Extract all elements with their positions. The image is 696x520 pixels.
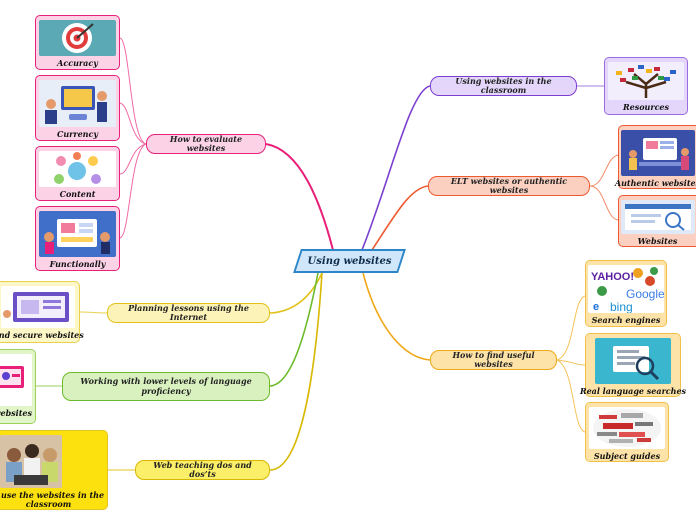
branch-planning[interactable]: Planning lessons using the Internet: [107, 303, 270, 323]
websites-caption: Websites: [637, 236, 678, 246]
central-topic-label: Using websites: [307, 255, 392, 267]
ie-logo-text: e: [593, 301, 599, 313]
authentic-caption: Authentic websites: [614, 178, 696, 188]
bing-logo-text: bing: [610, 300, 633, 313]
card-content[interactable]: Content: [35, 146, 120, 201]
safe-websites-image: [0, 286, 75, 328]
real-language-image: [595, 338, 671, 384]
card-functionally[interactable]: Functionally: [35, 206, 120, 271]
search-engines-image: YAHOO! Google bing e: [588, 265, 664, 313]
search-engines-caption: Search engines: [591, 315, 661, 325]
resources-image: [608, 62, 684, 100]
branch-find-label: How to find useful websites: [452, 349, 535, 369]
lower-websites-caption: websites: [0, 408, 32, 418]
branch-classroom-label: Using websites in the classroom: [455, 75, 552, 95]
accuracy-image: [39, 20, 116, 56]
branch-evaluate-label: How to evaluate websites: [169, 133, 243, 153]
accuracy-caption: Accuracy: [57, 58, 98, 68]
dos-classroom-caption: o use the websites in the classroom: [0, 491, 107, 509]
yahoo-logo-text: YAHOO!: [591, 271, 634, 283]
branch-classroom[interactable]: Using websites in the classroom: [430, 76, 577, 96]
branch-elt[interactable]: ELT websites or authentic websites: [428, 176, 590, 196]
content-image: [39, 151, 116, 187]
card-real-language[interactable]: Real language searches: [580, 333, 686, 397]
branch-dos[interactable]: Web teaching dos and dos’ts: [135, 460, 270, 480]
card-dos-classroom[interactable]: o use the websites in the classroom: [0, 430, 108, 510]
real-language-caption: Real language searches: [579, 386, 687, 396]
authentic-image: [620, 130, 695, 176]
currency-image: [39, 80, 116, 127]
card-accuracy[interactable]: Accuracy: [35, 15, 120, 70]
subject-guides-image: [589, 407, 665, 449]
card-currency[interactable]: Currency: [35, 75, 120, 141]
branch-elt-label: ELT websites or authentic websites: [450, 175, 568, 195]
branch-lower[interactable]: Working with lower levels of language pr…: [62, 372, 270, 401]
safe-websites-caption: g and secure websites: [0, 330, 84, 340]
dos-caption-line1: o use the websites in the: [0, 490, 105, 501]
branch-find[interactable]: How to find useful websites: [430, 350, 557, 370]
branch-lower-label: Working with lower levels of language pr…: [80, 376, 252, 396]
currency-caption: Currency: [56, 129, 99, 139]
card-websites[interactable]: Websites: [618, 195, 696, 247]
card-safe-secure-websites[interactable]: g and secure websites: [0, 281, 84, 343]
functionally-image: [39, 211, 116, 257]
branch-evaluate[interactable]: How to evaluate websites: [146, 134, 266, 154]
card-authentic-websites[interactable]: Authentic websites: [614, 125, 696, 189]
central-topic[interactable]: Using websites: [293, 249, 406, 273]
card-subject-guides[interactable]: Subject guides: [585, 402, 669, 462]
websites-image: [620, 200, 695, 234]
dos-caption-line2: classroom: [25, 499, 72, 510]
content-caption: Content: [59, 189, 96, 199]
card-search-engines[interactable]: YAHOO! Google bing e Search engines: [585, 260, 667, 327]
resources-caption: Resources: [622, 102, 670, 112]
branch-dos-label: Web teaching dos and dos’ts: [153, 459, 252, 479]
lower-websites-image: [0, 354, 32, 406]
card-lower-websites[interactable]: websites: [0, 349, 36, 424]
functionally-caption: Functionally: [49, 259, 106, 269]
card-resources[interactable]: Resources: [604, 57, 688, 115]
google-logo-text: Google: [626, 287, 664, 301]
dos-classroom-image: [0, 435, 62, 489]
branch-planning-label: Planning lessons using the Internet: [128, 302, 249, 322]
subject-guides-caption: Subject guides: [593, 451, 661, 461]
